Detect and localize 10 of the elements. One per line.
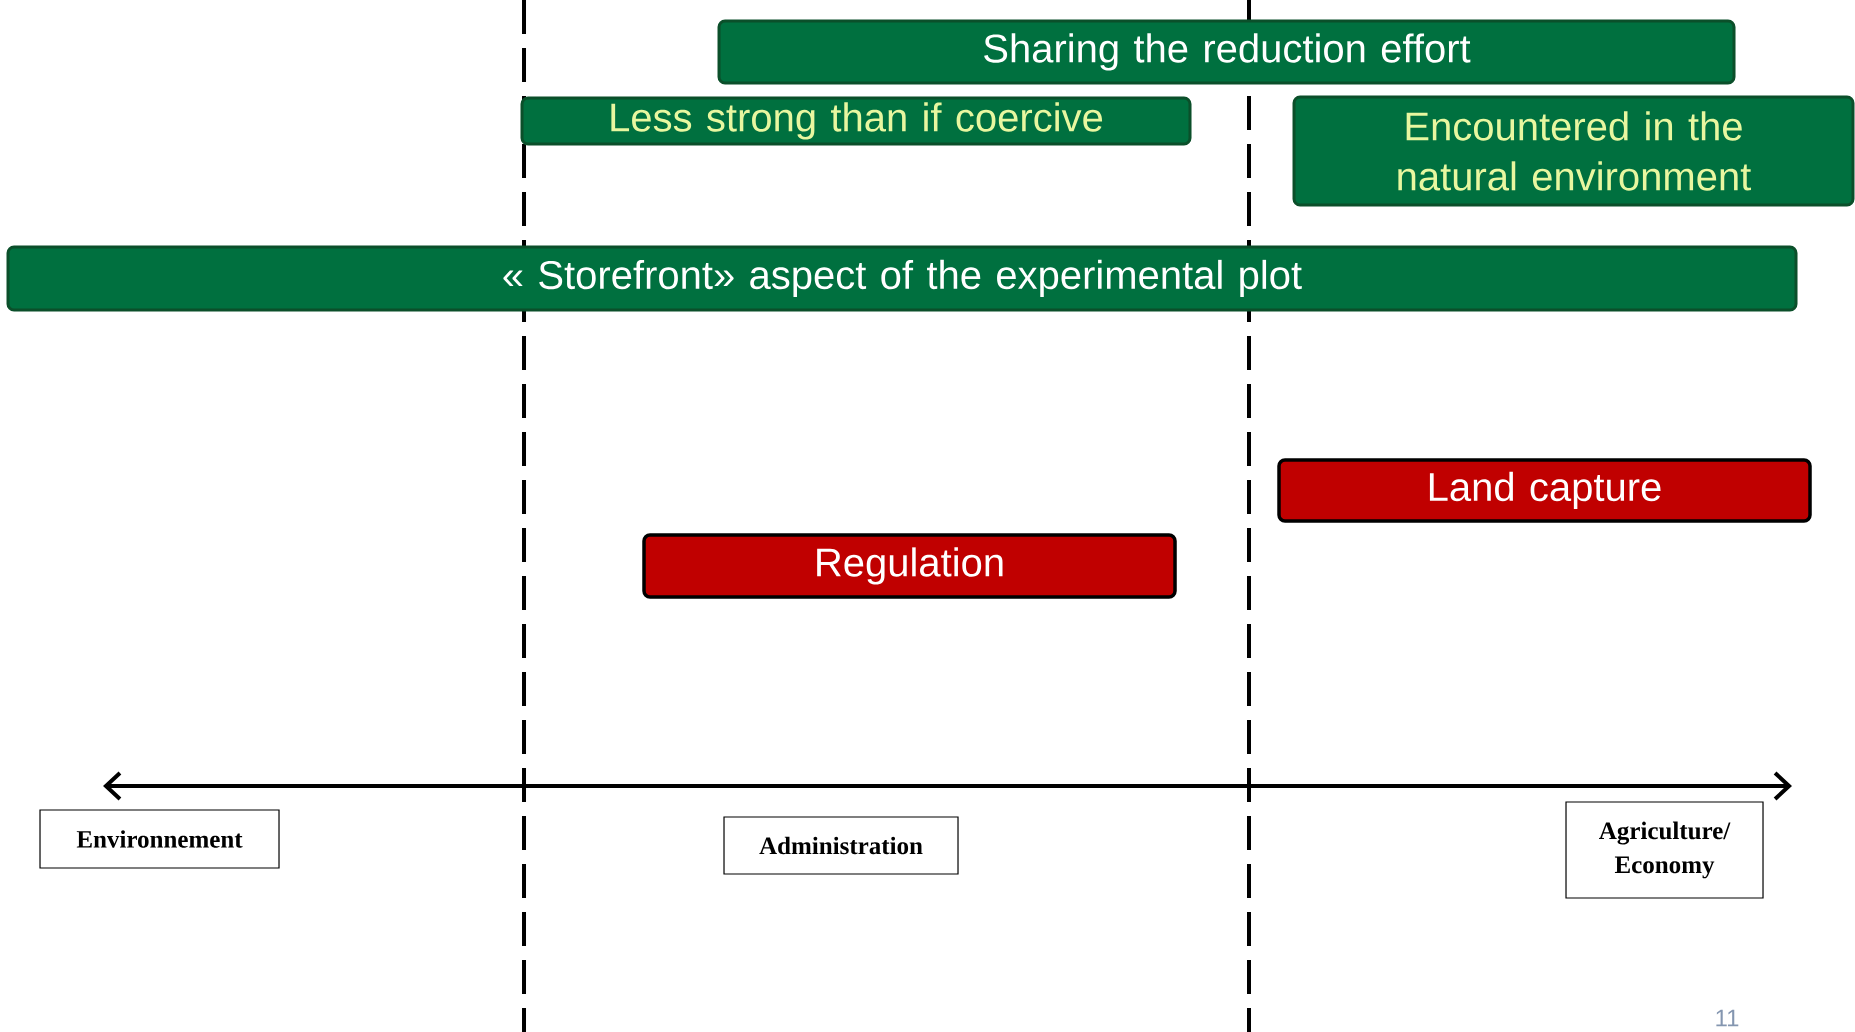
bar-box: Land capture [1277,458,1812,523]
bar-box: « Storefront» aspect of the experimental plot [6,245,1798,312]
axis-label-box: Administration [723,816,959,875]
bar-box: Sharing the reduction effort [717,19,1736,85]
bar-box: Less strong than if coercive [520,96,1192,146]
bar-box: Regulation [642,533,1177,599]
axis-label-box: Environnement [39,809,280,869]
bar-box: Encountered in the natural environment [1292,95,1855,207]
page-number: 11 [1716,1009,1739,1027]
axis-label-box: Agriculture/ Economy [1565,801,1764,899]
